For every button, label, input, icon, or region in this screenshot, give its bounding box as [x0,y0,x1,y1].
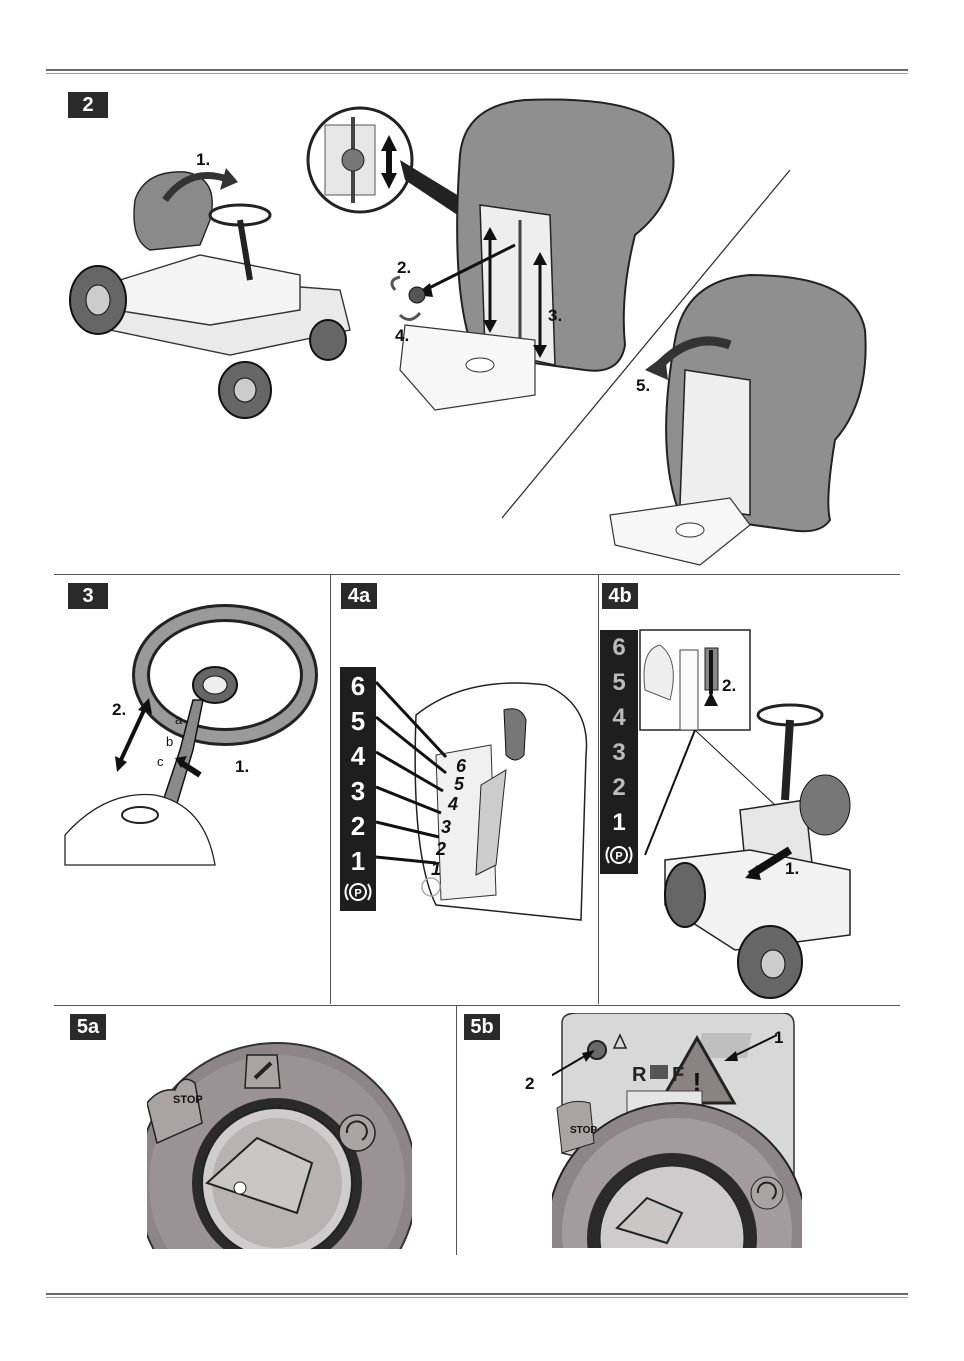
gear-lever-console-4a: 6 5 4 3 2 1 [376,675,591,920]
top-rule [46,69,908,71]
col-separator-5a-5b [456,1005,457,1255]
fig3-step-2: 2. [112,700,126,720]
gear-4: 4 [340,741,376,772]
svg-text:P: P [615,851,622,863]
fig2-step-5: 5. [636,376,650,396]
svg-text:3: 3 [441,817,451,837]
gear-scale-4b: 6 5 4 3 2 1 P [600,630,638,874]
svg-text:2: 2 [435,839,446,859]
svg-text:R: R [632,1064,647,1086]
mower-front-illustration [645,700,850,1000]
row-separator-2 [54,1005,900,1006]
fig2-step-2: 2. [397,258,411,278]
fig3-hole-c: c [157,754,164,769]
fig2-step-4: 4. [395,326,409,346]
gear-1: 1 [340,846,376,877]
section-tag-5a: 5a [70,1014,106,1040]
section-tag-4a: 4a [341,583,377,609]
fig3-hole-a: a [175,712,182,727]
fig2-step-1: 1. [196,150,210,170]
section-tag-4b: 4b [602,583,638,609]
svg-text:4: 4 [447,794,458,814]
seat-folded-illustration [610,270,870,570]
bottom-rule [46,1293,908,1295]
col-separator-3-4a [330,574,331,1004]
svg-text:F: F [672,1064,684,1086]
svg-text:P: P [354,888,361,900]
gear-3-4b: 3 [600,739,638,767]
svg-text:5: 5 [454,774,465,794]
gear-scale-4a: 6 5 4 3 2 1 P [340,667,376,911]
gear-6: 6 [340,671,376,702]
svg-text:1: 1 [431,859,441,879]
parking-brake-icon-4b: P [600,842,638,873]
svg-text:STOP: STOP [173,1094,203,1106]
gear-5-4b: 5 [600,669,638,697]
gear-3: 3 [340,776,376,807]
gear-4-4b: 4 [600,704,638,732]
steering-wheel-illustration [65,590,325,870]
fig3-step-1: 1. [235,757,249,777]
section-tag-5b: 5b [464,1014,500,1040]
parking-brake-icon: P [340,879,376,910]
row-separator-1 [54,574,900,575]
gear-1-4b: 1 [600,809,638,837]
fig4b-step-2: 2. [722,676,736,696]
callout-2: 2 [525,1074,534,1094]
fig4b-step-1: 1. [785,859,799,879]
svg-text:6: 6 [456,756,467,776]
fig3-hole-b: b [166,734,173,749]
gear-2-4b: 2 [600,774,638,802]
ignition-switch-5a: STOP [147,1033,412,1249]
svg-text:STOP: STOP [570,1125,597,1136]
control-panel-5b: ! R F STOP [552,1013,802,1248]
gear-6-4b: 6 [600,634,638,662]
section-tag-2: 2 [68,92,108,118]
callout-1: 1 [774,1028,783,1048]
col-separator-4a-4b [598,574,599,1004]
gear-5: 5 [340,706,376,737]
gear-2: 2 [340,811,376,842]
